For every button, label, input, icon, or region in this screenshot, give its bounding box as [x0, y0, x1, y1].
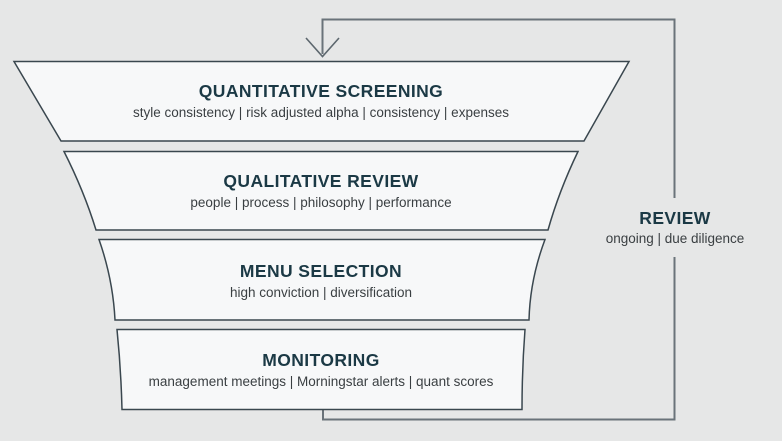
stage-shape-qualitative-review — [62, 150, 580, 231]
arrow-down-icon — [305, 37, 340, 58]
review-loop-line-top — [321, 18, 676, 198]
review-loop-line-bottom — [322, 257, 676, 421]
stage-shape-monitoring — [116, 328, 526, 411]
stage-shape-quantitative-screening — [12, 60, 631, 142]
stage-shape-menu-selection — [97, 238, 547, 321]
